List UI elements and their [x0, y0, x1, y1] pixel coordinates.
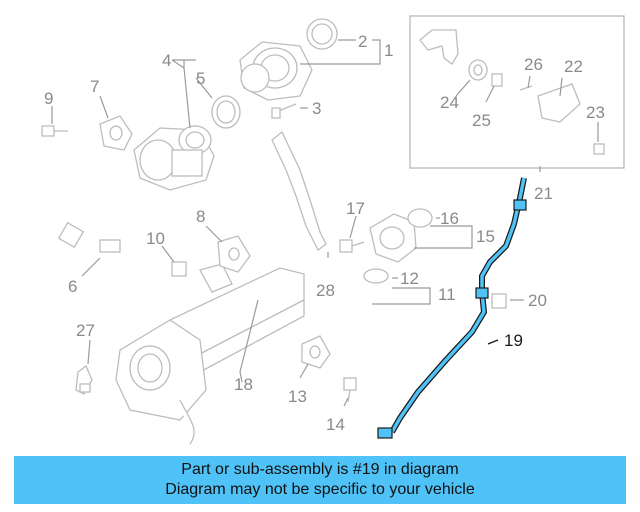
bolt-part-9: [41, 125, 68, 137]
label-8: 8: [196, 207, 205, 226]
label-1: 1: [384, 41, 393, 60]
label-6: 6: [68, 277, 77, 296]
label-7: 7: [90, 77, 99, 96]
label-28: 28: [316, 281, 335, 300]
label-4: 4: [162, 51, 171, 70]
label-18: 18: [234, 375, 253, 394]
label-14: 14: [326, 415, 345, 434]
label-13: 13: [288, 387, 307, 406]
banner-line-2: Diagram may not be specific to your vehi…: [165, 481, 475, 498]
label-12: 12: [400, 269, 419, 288]
gasket-part-16: [407, 208, 433, 228]
bolt-part-25: [491, 73, 503, 87]
housing-part-15: [369, 213, 417, 263]
label-16: 16: [440, 209, 459, 228]
egr-pipe-part-6: [27, 141, 233, 308]
label-11: 11: [438, 285, 456, 304]
sensor-part-27: [75, 364, 93, 395]
bolt-part-26: [519, 85, 533, 91]
label-27: 27: [76, 321, 95, 340]
sensor-part-22: [537, 83, 581, 123]
label-15: 15: [476, 227, 495, 246]
seal-part-12: [363, 268, 389, 284]
label-17: 17: [346, 199, 365, 218]
nut-part-10: [171, 261, 187, 277]
banner-line-1: Part or sub-assembly is #19 in diagram: [181, 461, 459, 478]
label-24: 24: [440, 93, 459, 112]
label-26: 26: [524, 55, 543, 74]
egr-valve-part-1: [239, 18, 338, 101]
egr-cooler-part-18: [115, 267, 305, 445]
label-22: 22: [564, 57, 583, 76]
info-banner: Part or sub-assembly is #19 in diagram D…: [14, 456, 626, 504]
bracket-part-28: [271, 130, 327, 251]
bolt-part-23: [593, 143, 605, 155]
bolt-part-17: [339, 239, 365, 253]
label-23: 23: [586, 103, 605, 122]
label-21: 21: [534, 184, 553, 203]
bracket-inset: [419, 29, 459, 65]
label-19: 19: [504, 331, 523, 350]
label-3: 3: [312, 99, 321, 118]
label-9: 9: [44, 89, 53, 108]
label-20: 20: [528, 291, 547, 310]
label-25: 25: [472, 111, 491, 130]
highlighted-pipe-part-19: [377, 177, 527, 439]
egr-assembly-part-4: [133, 125, 215, 191]
nut-part-20: [491, 293, 507, 309]
bolt-part-14: [343, 377, 357, 403]
label-2: 2: [358, 32, 367, 51]
bolt-part-3: [271, 103, 297, 119]
inset-box: [409, 15, 625, 169]
label-5: 5: [196, 69, 205, 88]
label-10: 10: [146, 229, 165, 248]
